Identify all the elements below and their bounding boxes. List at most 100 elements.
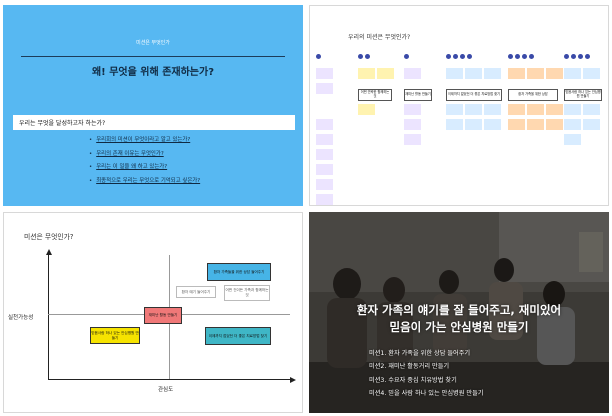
sticky-note (465, 68, 482, 79)
sticky-note (446, 104, 463, 115)
question-item: 최종적으로 우리는 무엇으로 기억되고 싶은가? (89, 176, 200, 184)
vote-dots (508, 54, 534, 59)
sticky-note (484, 104, 501, 115)
sticky-note (316, 83, 333, 94)
sticky-note (465, 104, 482, 115)
vote-dot (453, 54, 458, 59)
sticky-note (404, 104, 421, 115)
vote-dots (446, 54, 472, 59)
sticky-note (404, 119, 421, 130)
column-header: 환자 가족을 위한 상담 (508, 89, 558, 101)
sticky-note (508, 68, 525, 79)
vote-dots (404, 54, 409, 59)
sticky-note (583, 68, 600, 79)
slide-main-title: 왜! 무엇을 위해 존재하는가? (91, 67, 214, 78)
mission-item: 미션3. 수요자 중심 치유방법 찾기 (369, 376, 457, 384)
sticky-note (404, 68, 421, 79)
sticky-note (583, 119, 600, 130)
sticky-note (546, 119, 563, 130)
vote-dot (365, 54, 370, 59)
slide-mission-photo: 환자 가족의 얘기를 잘 들어주고, 재미있어 믿음이 가는 안심병원 만들기 … (309, 212, 609, 413)
sticky-note (377, 68, 394, 79)
mission-headline: 환자 가족의 얘기를 잘 들어주고, 재미있어 믿음이 가는 안심병원 만들기 (309, 302, 609, 335)
sticky-note (564, 104, 581, 115)
y-axis-arrow-icon (45, 249, 52, 255)
matrix-box-together: 어떤 건이든 가족과 함께하는 것 (224, 285, 270, 301)
vote-dot (404, 54, 409, 59)
mission-item: 미션2. 재미난 활동거리 만들기 (369, 363, 450, 371)
vote-dot (571, 54, 576, 59)
vote-dot (515, 54, 520, 59)
vote-dot (585, 54, 590, 59)
slide-priority-matrix: 미션은 무엇인가? 실천가능성 관심도 환자 가족들을 위한 상담 들어주기 환… (3, 212, 303, 413)
question-item: 우리의 존재 이유는 무엇인가? (89, 149, 200, 157)
sticky-note (316, 68, 333, 79)
sticky-note (564, 119, 581, 130)
vote-dot (446, 54, 451, 59)
question-list: 우리회의 미션이 무엇이라고 알고 있는가? 우리의 존재 이유는 무엇인가? … (89, 135, 200, 189)
x-axis-label: 관심도 (158, 387, 174, 393)
mission-list: 미션1. 환자 가족을 위한 상담 들어주기 미션2. 재미난 활동거리 만들기… (369, 348, 483, 401)
divider-line (21, 56, 285, 57)
board-title: 우리의 미션은 무엇인가? (348, 34, 411, 41)
column-header: 믿음사람 하나 있는 안심병원 만들기 (564, 89, 602, 101)
slide-sticky-board: 우리의 미션은 무엇인가? 어떤 연락한 함께하는 것 재미난 활동 만들기 이제까… (309, 5, 609, 206)
sticky-note (508, 119, 525, 130)
vote-dot (316, 54, 321, 59)
sticky-note (546, 68, 563, 79)
vote-dots (316, 54, 321, 59)
sticky-note (316, 194, 333, 205)
slide-mission-question: 미션은 무엇인가 왜! 무엇을 위해 존재하는가? 우리는 무엇을 달성하고자 … (3, 5, 303, 206)
vote-dot (467, 54, 472, 59)
matrix-box-listen: 환자 얘기 들어주기 (176, 286, 216, 298)
sticky-note (484, 68, 501, 79)
y-axis-label: 실천가능성 (8, 315, 34, 321)
mission-item: 미션1. 환자 가족을 위한 상담 들어주기 (369, 350, 471, 357)
headline-line-1: 환자 가족의 얘기를 잘 들어주고, 재미있어 (356, 303, 562, 317)
vote-dots (564, 54, 590, 59)
sticky-note (564, 134, 581, 145)
sticky-note (358, 104, 375, 115)
column-header: 재미난 활동 만들기 (404, 89, 432, 101)
sticky-note (316, 164, 333, 175)
sticky-note (316, 149, 333, 160)
vote-dot (578, 54, 583, 59)
vote-dots (358, 54, 370, 59)
sticky-note (446, 68, 463, 79)
sticky-note (527, 68, 544, 79)
sticky-note (527, 104, 544, 115)
x-axis (48, 379, 290, 380)
vote-dot (564, 54, 569, 59)
sticky-note (564, 68, 581, 79)
matrix-box-family-counsel: 환자 가족들을 위한 상담 들어주기 (207, 263, 271, 281)
workshop-photo (309, 212, 609, 413)
headline-line-2: 믿음이 가는 안심병원 만들기 (389, 319, 529, 334)
sticky-note (316, 134, 333, 145)
column-header: 이제까지 없었던 더 좋은 치료방법 찾기 (446, 89, 502, 101)
x-axis-arrow-icon (290, 376, 296, 383)
question-box: 우리는 무엇을 달성하고자 하는가? (13, 115, 295, 130)
sticky-note (484, 119, 501, 130)
sticky-note (508, 104, 525, 115)
vote-dot (522, 54, 527, 59)
question-item: 우리회의 미션이 무엇이라고 알고 있는가? (89, 135, 200, 143)
vote-dot (529, 54, 534, 59)
sticky-note (316, 119, 333, 130)
sticky-note (446, 119, 463, 130)
sticky-note (465, 119, 482, 130)
vote-dot (460, 54, 465, 59)
mission-item: 미션4. 믿을 사람 하나 있는 안심병원 만들기 (369, 389, 484, 397)
matrix-box-trust-hospital: 믿음사람 하나 있는 안심병원 만들기 (90, 327, 140, 344)
matrix-title: 미션은 무엇인가? (24, 233, 74, 241)
sticky-note (583, 104, 600, 115)
y-axis (48, 255, 49, 379)
column-header: 어떤 연락한 함께하는 것 (358, 89, 392, 101)
sticky-note (316, 179, 333, 190)
sticky-note (404, 134, 421, 145)
matrix-box-better-cure: 이제까지 접었던 더 좋은 치료방법 찾기 (205, 327, 271, 345)
sticky-note (527, 119, 544, 130)
slide-small-title: 미션은 무엇인가 (136, 40, 170, 46)
matrix-box-fun-activity: 재미난 활동 만들기 (144, 307, 182, 324)
vote-dot (358, 54, 363, 59)
sticky-note (358, 68, 375, 79)
